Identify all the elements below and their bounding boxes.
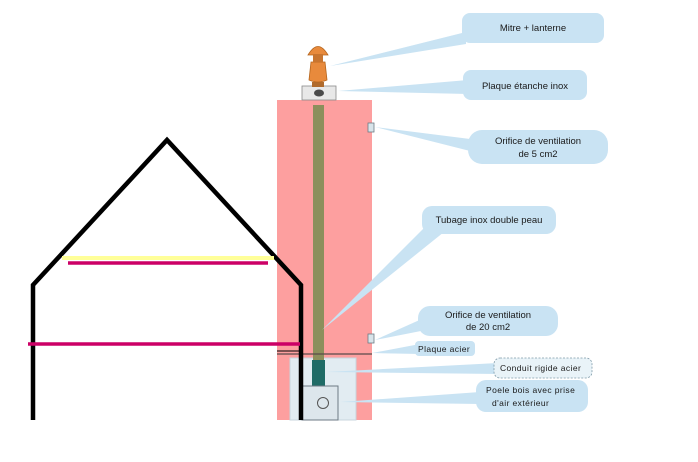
lantern-neck xyxy=(313,54,323,62)
flue-pipe xyxy=(313,105,324,360)
callout-tubage: Tubage inox double peau xyxy=(322,206,556,330)
callout-conduit-rigide-text: Conduit rigide acier xyxy=(500,363,581,373)
callout-orifice-5-line1: Orifice de ventilation xyxy=(495,136,581,147)
callout-conduit-rigide: Conduit rigide acier xyxy=(326,357,593,379)
callout-mitre-text: Mitre + lanterne xyxy=(500,23,566,34)
callout-orifice-20: Orifice de ventilation de 20 cm2 xyxy=(375,306,558,340)
callout-poele-line1: Poele bois avec prise xyxy=(486,385,575,395)
callout-plaque-etanche: Plaque étanche inox xyxy=(338,70,587,100)
callout-plaque-acier-text: Plaque acier xyxy=(418,344,470,354)
vent-orifice-20cm2 xyxy=(367,333,375,344)
cowl-icon xyxy=(308,61,328,83)
plate-fitting-icon xyxy=(314,89,324,97)
callout-orifice-5: Orifice de ventilation de 5 cm2 xyxy=(375,127,608,164)
stove-door-icon xyxy=(317,397,329,409)
rigid-pipe xyxy=(312,360,325,388)
callout-mitre: Mitre + lanterne xyxy=(330,13,604,66)
callout-orifice-5-line2: de 5 cm2 xyxy=(518,149,557,160)
callout-poele-line2: d'air extérieur xyxy=(492,398,549,408)
callout-plaque-etanche-text: Plaque étanche inox xyxy=(482,81,568,92)
callout-plaque-acier: Plaque acier xyxy=(372,341,475,356)
house-outline xyxy=(30,136,304,420)
callout-orifice-20-line2: de 20 cm2 xyxy=(466,322,510,333)
stove xyxy=(301,385,339,421)
callout-tubage-text: Tubage inox double peau xyxy=(436,215,543,226)
callout-orifice-20-line1: Orifice de ventilation xyxy=(445,310,531,321)
callout-poele: Poele bois avec prise d'air extérieur xyxy=(340,380,588,412)
lantern-cap-icon xyxy=(307,46,329,56)
cowl-collar xyxy=(312,82,324,87)
vent-orifice-5cm2 xyxy=(367,122,375,133)
